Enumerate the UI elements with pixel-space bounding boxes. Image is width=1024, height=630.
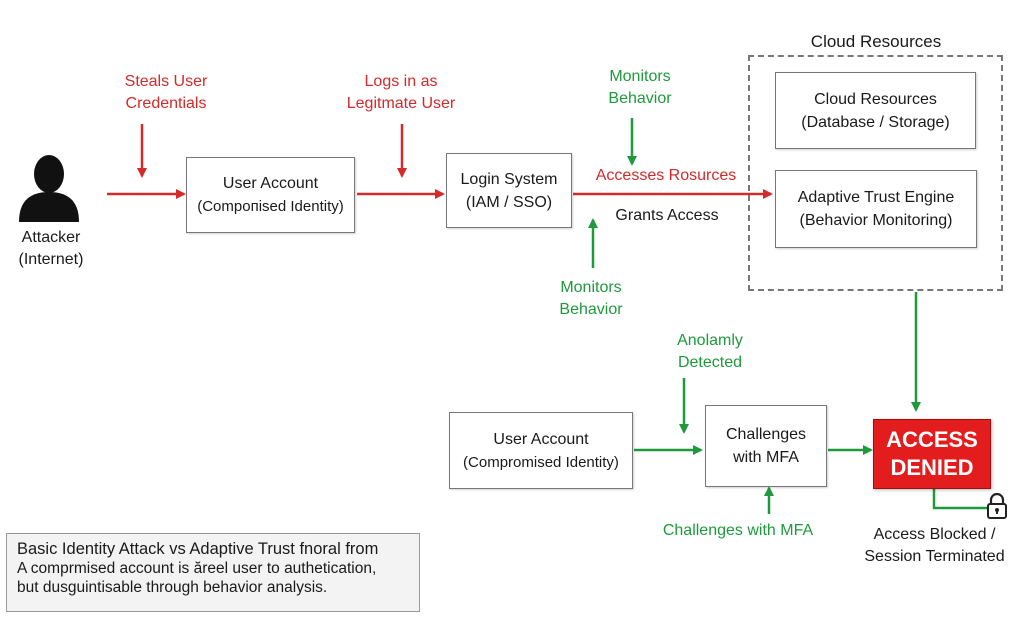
login-system-node: Login System (IAM / SSO)	[446, 153, 572, 228]
challenges-mfa-node: Challenges with MFA	[705, 405, 827, 487]
caption-line-1: A comprmised account is ăreel user to au…	[17, 560, 377, 577]
diagram-caption: Basic Identity Attack vs Adaptive Trust …	[6, 533, 420, 612]
adaptive-trust-engine-node: Adaptive Trust Engine (Behavior Monitori…	[775, 170, 977, 248]
caption-title: Basic Identity Attack vs Adaptive Trust …	[17, 540, 379, 558]
caption-line-2: but dusguintisable through behavior anal…	[17, 579, 328, 596]
person-silhouette-icon	[19, 155, 79, 222]
attacker-label: Attacker(Internet)	[18, 229, 84, 268]
padlock-icon	[987, 493, 1007, 519]
user-account-top-node: User Account (Compoпised Identity)	[186, 157, 355, 233]
access-denied-badge: ACCESS DENIED	[873, 419, 991, 489]
user-account-bottom-node: User Account (Compromised Identity)	[449, 412, 633, 489]
accesses-resources-label: Accesses Rosurces	[595, 167, 737, 184]
cloud-resources-group	[748, 55, 1003, 291]
cloud-resources-group-title: Cloud Resources	[810, 32, 942, 51]
cloud-resources-node: Cloud Resources (Database / Storage)	[775, 72, 976, 149]
grants-access-label: Grants Access	[615, 207, 719, 224]
challenges-mfa-label: Challenges with MFA	[662, 522, 814, 539]
access-blocked-label: Access Blocked /Session Terminated	[864, 526, 1005, 565]
connector-denied-to-lock	[932, 489, 988, 510]
